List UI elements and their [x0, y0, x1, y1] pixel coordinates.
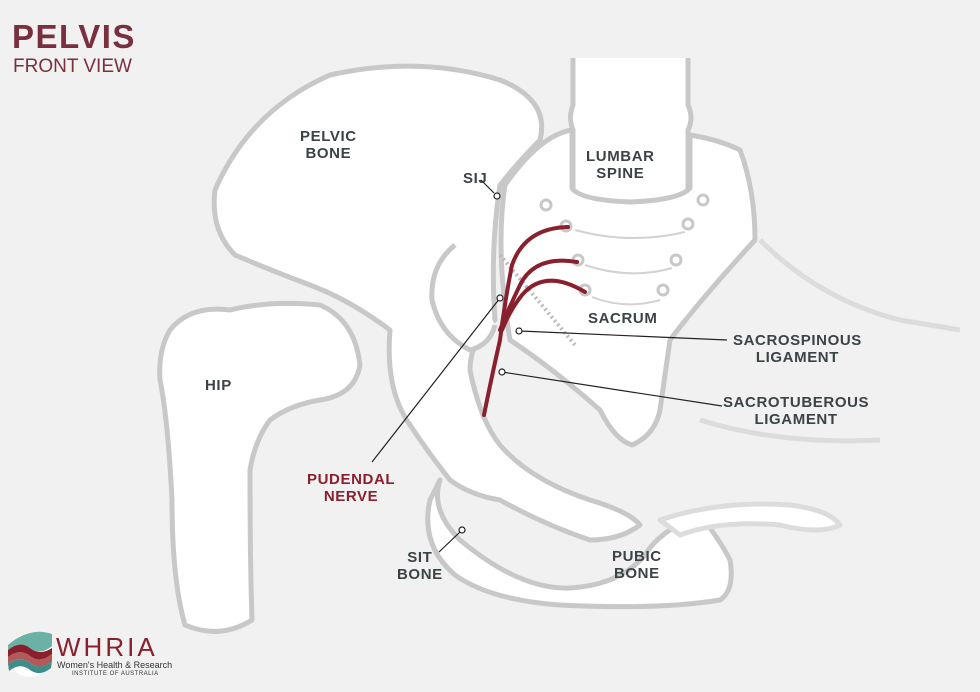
label-hip: HIP: [205, 377, 232, 394]
pubic-region: [425, 477, 734, 610]
diagram-title: PELVIS: [12, 18, 136, 55]
whria-logo-emblem: [8, 631, 52, 677]
pelvic-bone-shape: [211, 63, 643, 543]
right-pelvis-shadow: [758, 238, 961, 333]
logo-name: WHRIA: [56, 632, 158, 662]
pudendal-nerve-paths: [482, 225, 587, 417]
label-sacrum: SACRUM: [588, 310, 658, 327]
sit-bone-leader: [438, 531, 461, 553]
femur-bone: [157, 300, 363, 634]
sacrotuberous-leader: [501, 371, 723, 407]
sacrum-bone: [498, 127, 758, 448]
diagram-subtitle: FRONT VIEW: [13, 56, 132, 77]
logo-tagline-1: Women's Health & Research: [57, 660, 173, 670]
logo-tagline-2: INSTITUTE OF AUSTRALIA: [72, 671, 159, 677]
pudendal-leader: [371, 297, 501, 463]
label-sij: SIJ: [463, 170, 488, 187]
sij-leader: [480, 179, 495, 194]
sacrospinous-leader: [519, 330, 728, 341]
